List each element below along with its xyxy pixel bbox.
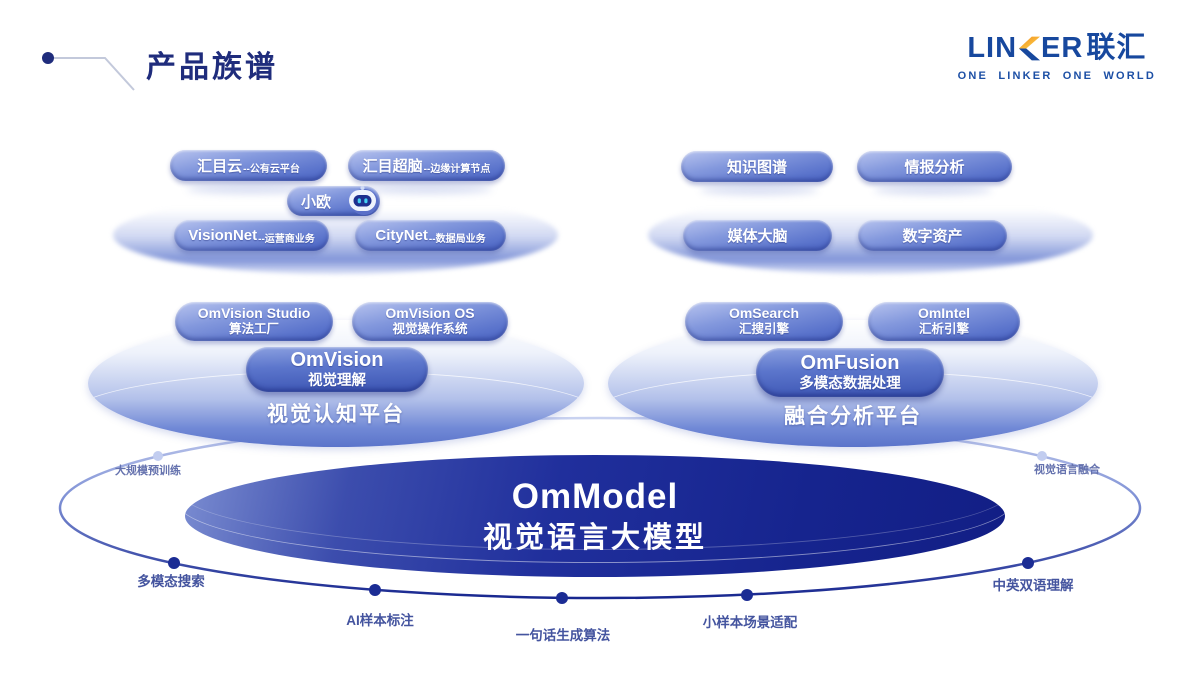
pill-cn-label: 汇搜引擎 [738, 322, 789, 337]
pill-en-label: OmIntel [917, 305, 971, 322]
orbit-node [369, 584, 381, 596]
orbit-label-multimodal-search: 多模态搜索 [137, 574, 205, 589]
pill-en-label: OmVision Studio [197, 305, 311, 322]
pill-en-label: OmFusion [800, 352, 900, 375]
orbit-node [168, 557, 180, 569]
pill-cn-label: 视觉操作系统 [392, 322, 468, 337]
logo-tagline: ONE LINKER ONE WORLD [957, 70, 1156, 82]
pill-cn-label: 算法工厂 [228, 322, 279, 337]
robot-icon [349, 186, 378, 215]
pill-en-label: OmVision OS [385, 305, 475, 322]
orbit-label-vl-fusion: 视觉语言融合 [1034, 464, 1100, 476]
logo-wordmark: LIN ER 联汇 [958, 34, 1156, 63]
product-pill-visionnet: VisionNet--运营商业务 [174, 220, 329, 251]
foundation-en-label: OmModel [511, 477, 679, 517]
pill-main-label: 知识图谱 [726, 159, 787, 176]
product-pill-citynet: CityNet--数据局业务 [355, 220, 506, 251]
pill-cn-label: 汇析引擎 [918, 322, 969, 337]
orbit-node [1037, 451, 1047, 461]
pill-main-label: VisionNet [188, 227, 258, 244]
logo-text-cn: 联汇 [1086, 32, 1147, 64]
pill-main-label: CityNet [375, 227, 428, 244]
orbit-label-one-sentence: 一句话生成算法 [515, 628, 611, 643]
product-pill-omsearch: OmSearch 汇搜引擎 [685, 302, 843, 341]
title-accent-line [42, 52, 623, 92]
orbit-node [1022, 557, 1034, 569]
product-pill-omvision: OmVision 视觉理解 [246, 347, 428, 392]
product-pill-omvision-studio: OmVision Studio 算法工厂 [175, 302, 333, 341]
orbit-node [741, 589, 753, 601]
logo-k-icon [1018, 36, 1041, 61]
product-pill-digital-assets: 数字资产 [858, 220, 1007, 251]
orbit-label-ai-annotation: AI样本标注 [346, 613, 414, 628]
product-pill-media-brain: 媒体大脑 [683, 220, 832, 251]
pill-reflection [700, 185, 818, 195]
product-pill-omfusion: OmFusion 多模态数据处理 [756, 348, 944, 397]
pill-cn-label: 视觉理解 [308, 372, 366, 389]
pill-cn-label: 多模态数据处理 [799, 375, 901, 392]
pill-en-label: OmSearch [728, 305, 800, 322]
pill-suffix-label: --公有云平台 [243, 163, 300, 175]
product-pill-knowledge-graph: 知识图谱 [681, 151, 833, 182]
pill-main-label: 数字资产 [902, 228, 963, 245]
assistant-label: 小欧 [301, 193, 332, 211]
highlight-arc [185, 455, 1005, 563]
orbit-label-pretraining: 大规模预训练 [115, 465, 181, 477]
pill-en-label: OmVision [290, 349, 384, 372]
product-pill-huimu-superbrain: 汇目超脑--边缘计算节点 [348, 150, 505, 181]
pill-suffix-label: --运营商业务 [258, 233, 315, 245]
logo-text-pre: LIN [967, 32, 1018, 64]
product-pill-omvision-os: OmVision OS 视觉操作系统 [352, 302, 508, 341]
orbit-label-few-shot: 小样本场景适配 [702, 615, 798, 630]
logo-text-post: ER [1041, 32, 1084, 64]
product-pill-omintel: OmIntel 汇析引擎 [868, 302, 1020, 341]
highlight-arc [185, 455, 1005, 550]
pill-reflection [364, 184, 492, 194]
foundation-cn-label: 视觉语言大模型 [482, 521, 707, 554]
orbit-label-bilingual: 中英双语理解 [992, 578, 1074, 593]
pill-reflection [874, 185, 992, 195]
orbit-node [153, 451, 163, 461]
page-title: 产品族谱 [146, 51, 278, 84]
pill-reflection [187, 184, 315, 194]
brand-logo: LIN ER 联汇 ONE LINKER ONE WORLD [957, 34, 1156, 83]
platform-label-visual-cognition: 视觉认知平台 [267, 403, 405, 426]
pill-suffix-label: --边缘计算节点 [423, 163, 491, 175]
foundation-text: OmModel 视觉语言大模型 [185, 455, 1005, 577]
accent-dot [42, 52, 54, 64]
pill-main-label: 媒体大脑 [727, 228, 788, 245]
pill-suffix-label: --数据局业务 [428, 233, 486, 245]
assistant-pill-xiaoou: 小欧 [287, 186, 380, 216]
pill-main-label: 汇目云 [197, 158, 243, 175]
product-pill-huimu-cloud: 汇目云--公有云平台 [170, 150, 327, 181]
pill-main-label: 汇目超脑 [362, 158, 423, 175]
orbit-node [556, 592, 568, 604]
pill-main-label: 情报分析 [904, 159, 965, 176]
product-pill-intel-analysis: 情报分析 [857, 151, 1012, 182]
foundation-ellipse-ommodel: OmModel 视觉语言大模型 [185, 455, 1005, 577]
orbit-ring [58, 416, 1142, 604]
platform-label-fusion-analysis: 融合分析平台 [784, 405, 922, 428]
